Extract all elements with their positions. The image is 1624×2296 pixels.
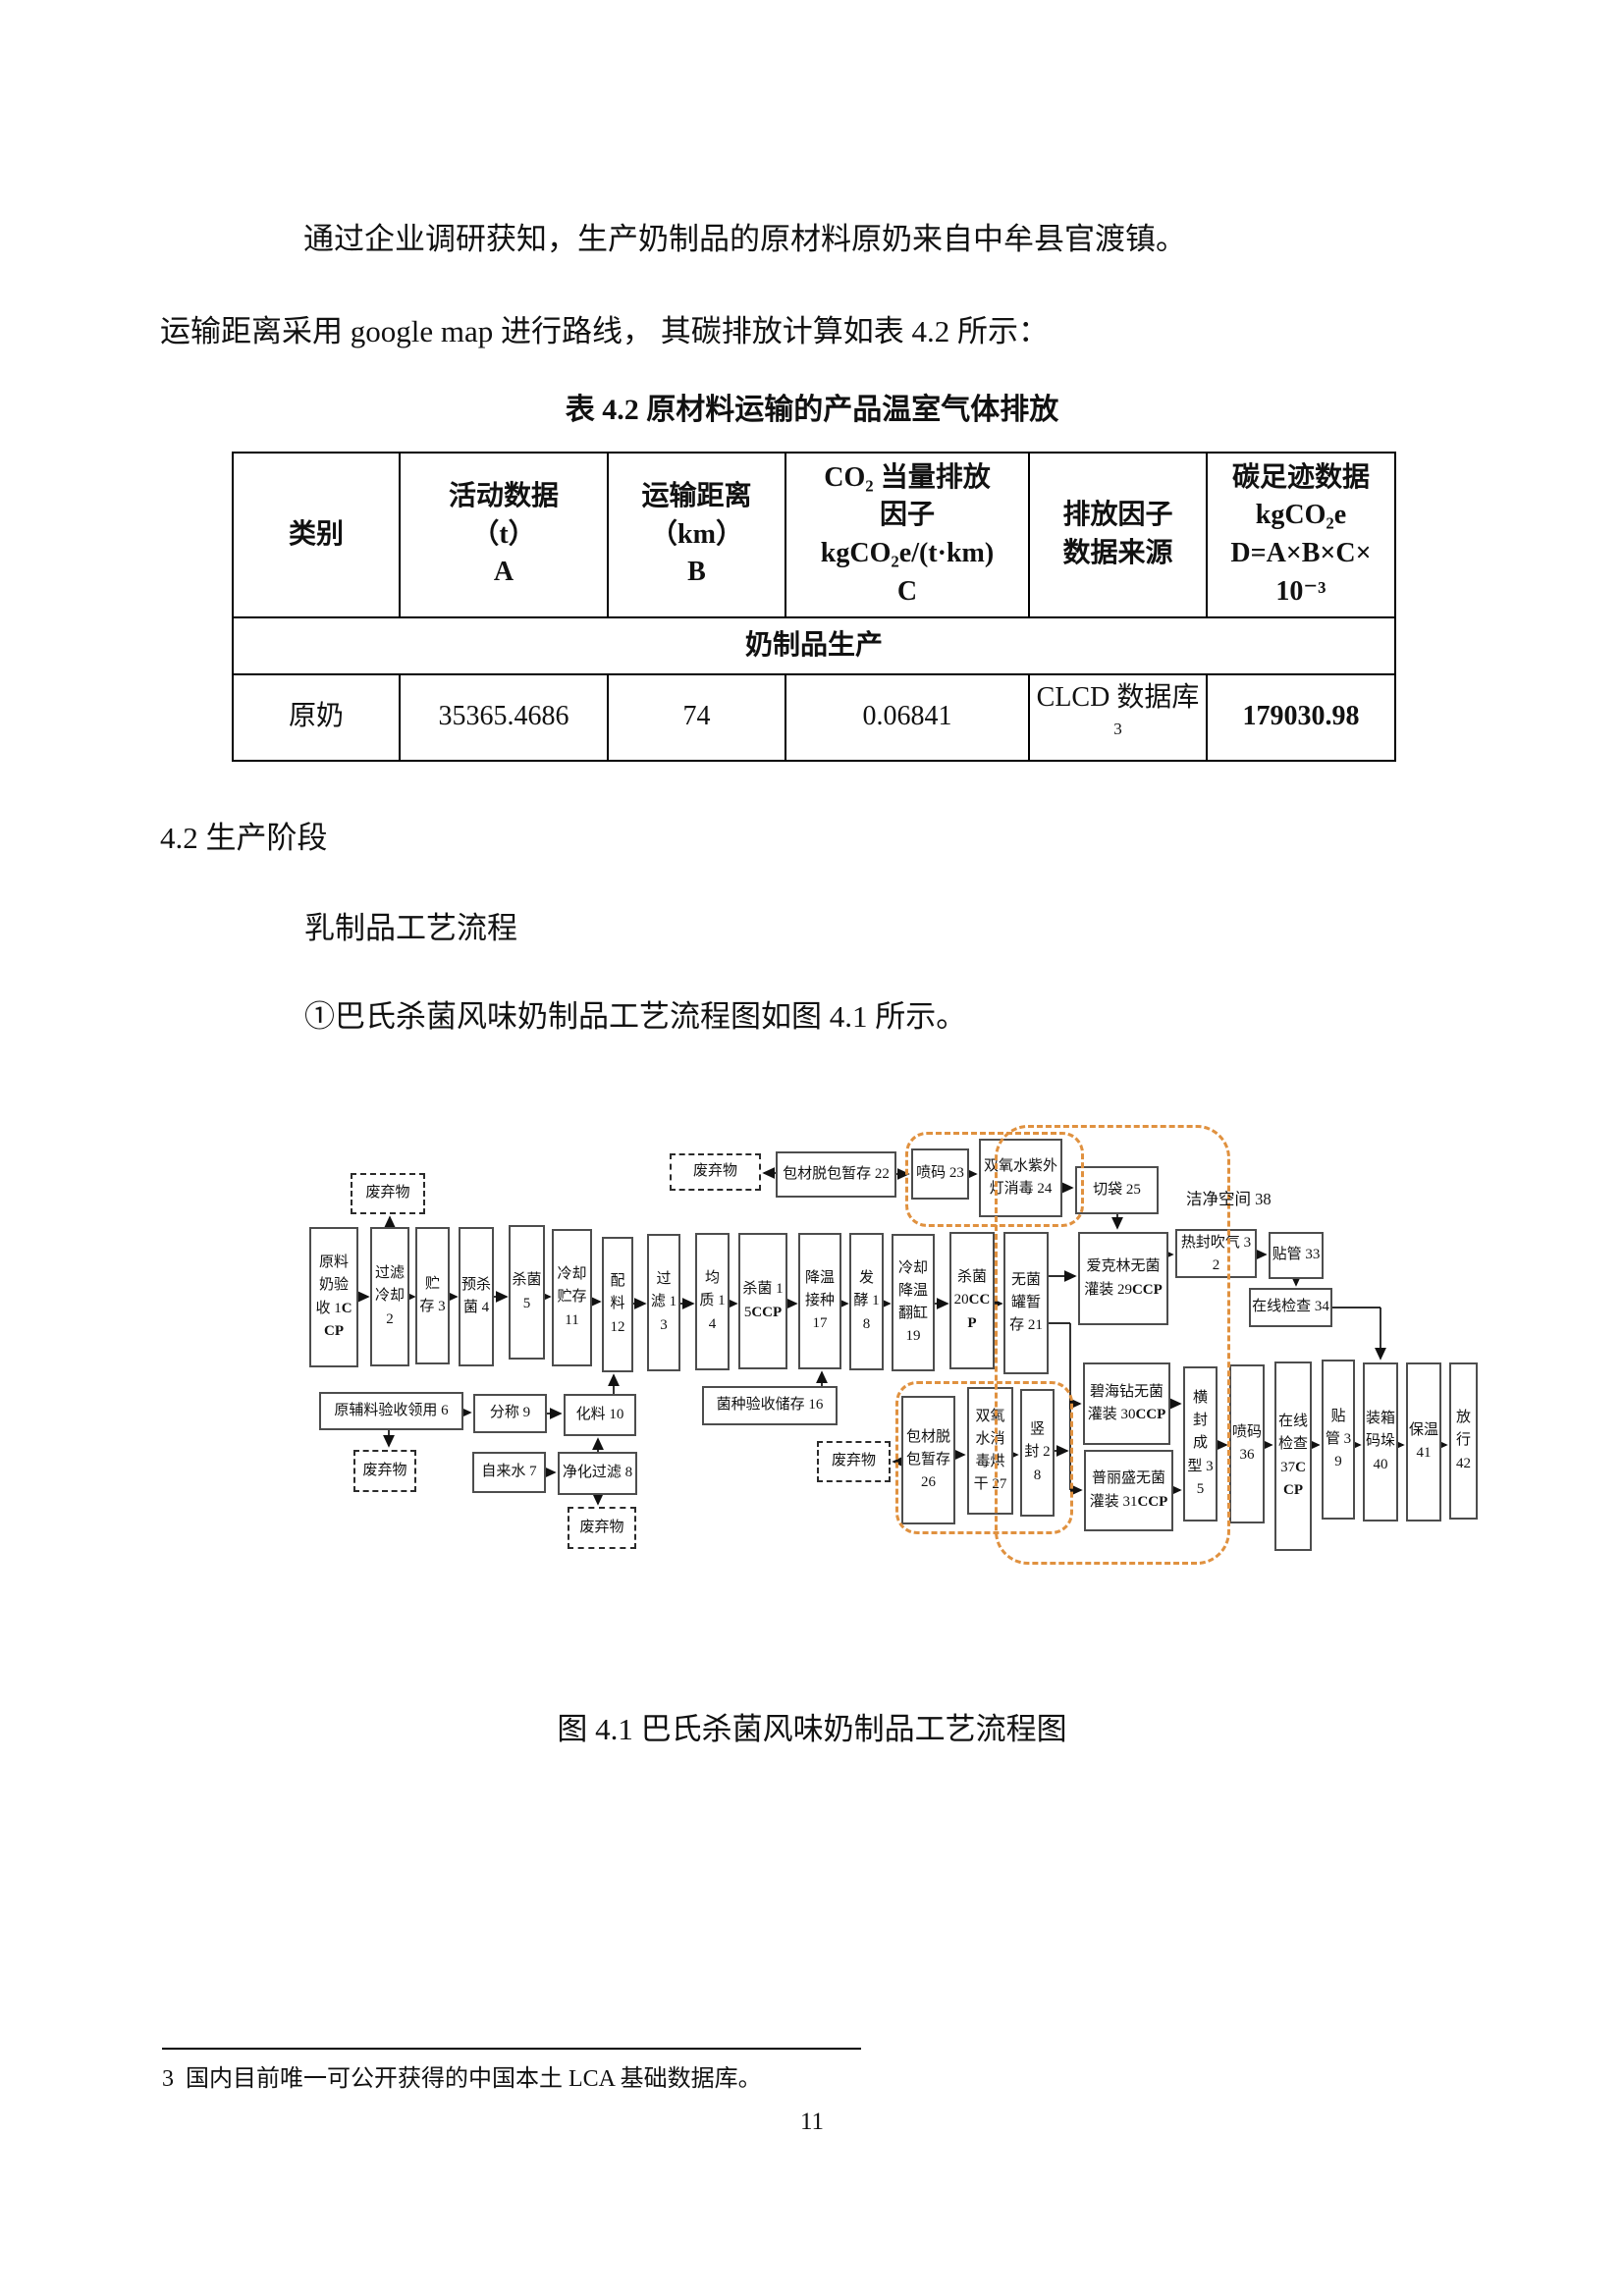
flow-node-homogenization-14: 均质 14 (695, 1233, 730, 1370)
flow-node-batching-12: 配料 12 (602, 1237, 633, 1372)
flow-node-straw-attach-33: 贴管 33 (1269, 1232, 1324, 1279)
flow-node-strain-acceptance-storage-16: 菌种验收储存 16 (702, 1386, 838, 1425)
flow-node-unpack-storage-22: 包材脱包暂存 22 (776, 1151, 896, 1198)
flow-node-cooling-tank-transfer-19: 冷却降温翻缸 19 (892, 1234, 935, 1371)
flow-node-waste-4: 废弃物 (568, 1507, 636, 1549)
flow-node-ecolean-aseptic-filling-29: 爱克林无菌灌装 29CCP (1078, 1232, 1168, 1325)
flow-node-inkjet-coding-36: 喷码 36 (1229, 1364, 1265, 1523)
flow-node-sterilization-20: 杀菌 20CCP (949, 1232, 995, 1369)
footnote-text: 国内目前唯一可公开获得的中国本土 LCA 基础数据库。 (186, 2066, 762, 2092)
flow-node-aseptic-tank-storage-21: 无菌罐暂存 21 (1003, 1232, 1049, 1374)
paragraph-2: 运输距离采用 google map 进行路线， 其碳排放计算如表 4.2 所示： (160, 314, 1049, 348)
table-data-row: 原奶 35365.4686 74 0.06841 CLCD 数据库3 17903… (232, 673, 1396, 762)
flow-node-filter-cooling-2: 过滤冷却 2 (370, 1227, 409, 1366)
table-title: 表 4.2 原材料运输的产品温室气体排放 (565, 394, 1059, 426)
section-heading: 4.2 生产阶段 (160, 821, 328, 855)
flow-node-insulation-41: 保温 41 (1406, 1362, 1441, 1522)
flow-node-heat-seal-air-blow-32: 热封吹气 32 (1175, 1229, 1257, 1278)
process-flowchart: 洁净空间 38 原料奶验收 1CCP 过滤冷却 2 贮存 3 预杀菌 4 杀菌 … (196, 1099, 1492, 1669)
col-header-category: 类别 (232, 452, 401, 618)
flow-node-sterilization-5: 杀菌 5 (509, 1225, 545, 1360)
flow-node-weighing-9: 分称 9 (473, 1394, 547, 1433)
figure-intro: ①巴氏杀菌风味奶制品工艺流程图如图 4.1 所示。 (304, 999, 967, 1034)
flow-node-raw-aux-material-acceptance-6: 原辅料验收领用 6 (319, 1392, 463, 1430)
page-number: 11 (799, 2109, 825, 2135)
table-group-row: 奶制品生产 (232, 616, 1396, 675)
flow-node-release-42: 放行 42 (1449, 1362, 1478, 1520)
flow-node-sterilization-15: 杀菌 15CCP (738, 1233, 787, 1369)
flow-node-prisma-aseptic-filling-31: 普丽盛无菌灌装 31CCP (1084, 1450, 1173, 1531)
flow-node-fermentation-18: 发酵 18 (849, 1233, 884, 1370)
flow-node-cooling-inoculation-17: 降温接种 17 (798, 1233, 841, 1369)
group-cell-dairy-production: 奶制品生产 (232, 616, 1396, 675)
figure-caption: 图 4.1 巴氏杀菌风味奶制品工艺流程图 (557, 1712, 1067, 1746)
flow-node-bihaizuan-aseptic-filling-30: 碧海钻无菌灌装 30CCP (1083, 1362, 1170, 1445)
cell-source: CLCD 数据库3 (1028, 673, 1208, 762)
cell-distance: 74 (607, 673, 786, 762)
sub-heading: 乳制品工艺流程 (304, 911, 517, 945)
flow-node-online-inspection-34: 在线检查 34 (1249, 1288, 1332, 1327)
flow-node-h2o2-sterilize-dry-27: 双氧水消毒烘干 27 (967, 1387, 1013, 1515)
flow-node-unpack-storage-26: 包材脱包暂存 26 (901, 1396, 955, 1524)
cell-factor: 0.06841 (785, 673, 1030, 762)
flow-node-waste-3: 废弃物 (353, 1450, 416, 1492)
flow-node-waste-5: 废弃物 (817, 1441, 891, 1482)
flow-node-straw-attach-39: 贴管 39 (1322, 1360, 1355, 1520)
flow-node-bag-cutting-25: 切袋 25 (1075, 1166, 1159, 1214)
flow-node-raw-milk-acceptance-1: 原料奶验收 1CCP (309, 1227, 358, 1367)
flow-node-cooling-storage-11: 冷却贮存 11 (552, 1229, 592, 1366)
col-header-source: 排放因子数据来源 (1028, 452, 1208, 618)
flow-node-vertical-sealing-28: 竖封 28 (1020, 1389, 1055, 1517)
col-header-distance: 运输距离（km）B (607, 452, 786, 618)
flow-node-waste-2: 废弃物 (670, 1153, 761, 1191)
flow-node-material-dissolving-10: 化料 10 (564, 1394, 636, 1436)
flow-node-inkjet-coding-23: 喷码 23 (911, 1148, 969, 1200)
footnote: 3 国内目前唯一可公开获得的中国本土 LCA 基础数据库。 (162, 2063, 1340, 2097)
cell-category: 原奶 (232, 673, 401, 762)
paragraph-1: 通过企业调研获知，生产奶制品的原材料原奶来自中牟县官渡镇。 (303, 222, 1186, 256)
flow-node-storage-3: 贮存 3 (415, 1227, 450, 1364)
footnote-rule (162, 2048, 861, 2050)
cell-activity: 35365.4686 (399, 673, 609, 762)
flow-node-cartoning-palletizing-40: 装箱码垛 40 (1363, 1362, 1398, 1522)
flow-node-waste-1: 废弃物 (351, 1173, 425, 1214)
flow-node-horizontal-seal-forming-35: 横封成型 35 (1183, 1366, 1218, 1522)
flow-node-purification-filtration-8: 净化过滤 8 (558, 1452, 637, 1495)
flow-node-tap-water-7: 自来水 7 (472, 1452, 546, 1493)
flow-node-h2o2-uv-sterilization-24: 双氧水紫外灯消毒 24 (979, 1139, 1062, 1217)
cell-footprint: 179030.98 (1206, 673, 1396, 762)
flow-node-pre-sterilization-4: 预杀菌 4 (459, 1227, 494, 1366)
flow-node-filtration-13: 过滤 13 (647, 1234, 680, 1371)
flow-node-online-inspection-37: 在线检查 37CCP (1274, 1362, 1312, 1551)
col-header-activity: 活动数据（t）A (399, 452, 609, 618)
footnote-ref: 3 (1113, 719, 1122, 738)
footnote-marker: 3 (162, 2066, 174, 2092)
clean-space-label: 洁净空间 38 (1186, 1190, 1272, 1208)
